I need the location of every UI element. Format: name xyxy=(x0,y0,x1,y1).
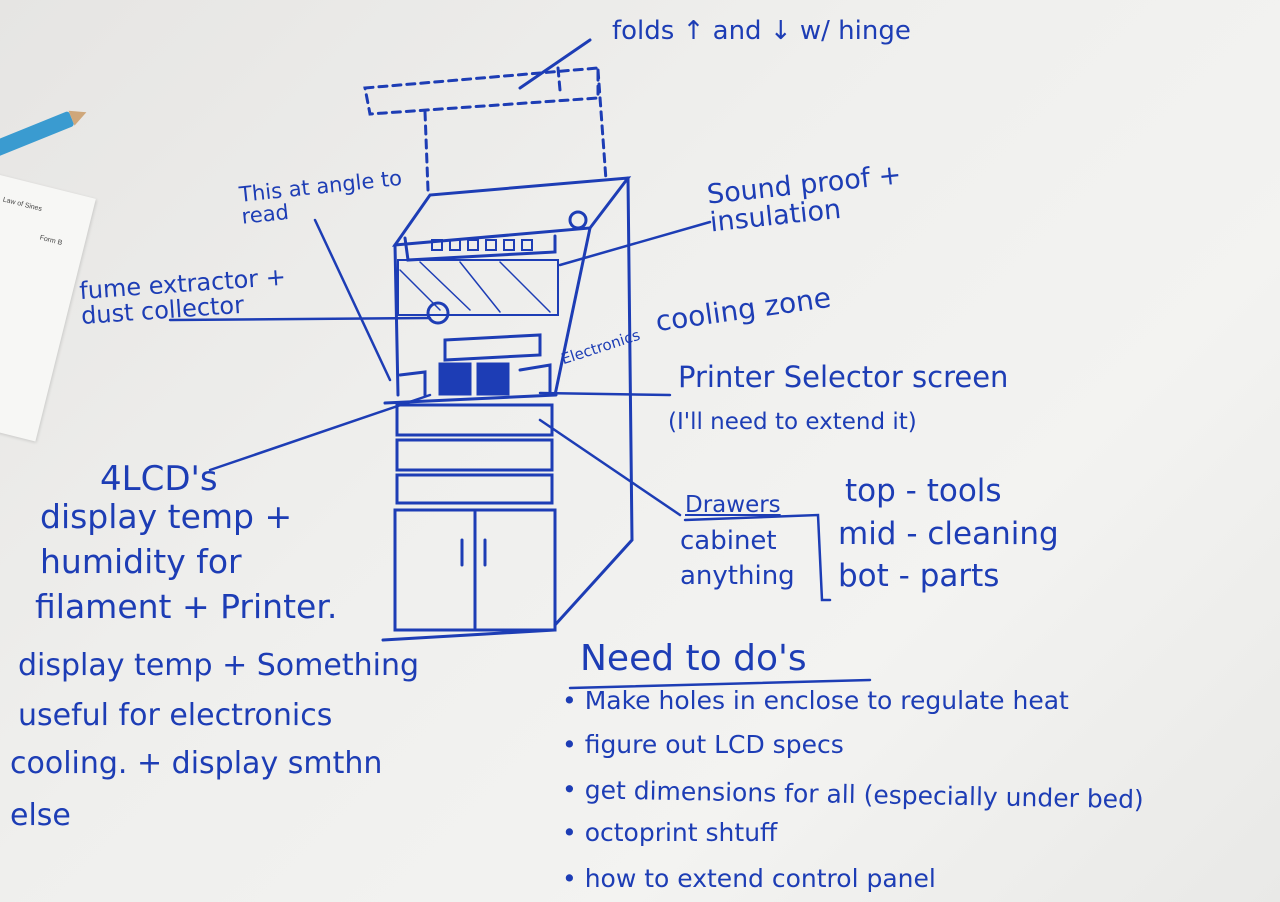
cabinet-body xyxy=(381,176,634,642)
drawer-content: top - tools xyxy=(845,473,1002,509)
label-printer-selector: Printer Selector screen xyxy=(678,360,1009,394)
todo-item: • figure out LCD specs xyxy=(562,730,844,759)
hinge-pointer xyxy=(518,38,592,90)
display-line: useful for electronics xyxy=(18,698,333,733)
todo-item: • octoprint shtuff xyxy=(562,818,778,847)
todo-item: • how to extend control panel xyxy=(562,864,936,893)
storage-anything: anything xyxy=(680,561,795,591)
label-selector-note: (I'll need to extend it) xyxy=(668,409,917,435)
storage-cabinet: cabinet xyxy=(680,526,777,556)
todo-title: Need to do's xyxy=(580,638,807,679)
label-hinge: folds ↑ and ↓ w/ hinge xyxy=(612,16,911,46)
storage-drawers: Drawers xyxy=(685,492,781,518)
lcd-title: 4LCD's xyxy=(100,459,218,499)
display-line: else xyxy=(10,798,71,833)
annotation-pointers xyxy=(168,218,872,690)
display-line: display temp + Something xyxy=(18,648,420,683)
drawer-content: bot - parts xyxy=(838,558,1000,594)
lcd-line: display temp + xyxy=(40,497,293,536)
lcd-line: humidity for xyxy=(40,542,242,581)
hinged-lid xyxy=(363,66,608,192)
display-line: cooling. + display smthn xyxy=(10,746,383,781)
drawer-content: mid - cleaning xyxy=(838,516,1059,552)
todo-item: • Make holes in enclose to regulate heat xyxy=(562,686,1069,715)
lcd-line: filament + Printer. xyxy=(35,587,338,626)
